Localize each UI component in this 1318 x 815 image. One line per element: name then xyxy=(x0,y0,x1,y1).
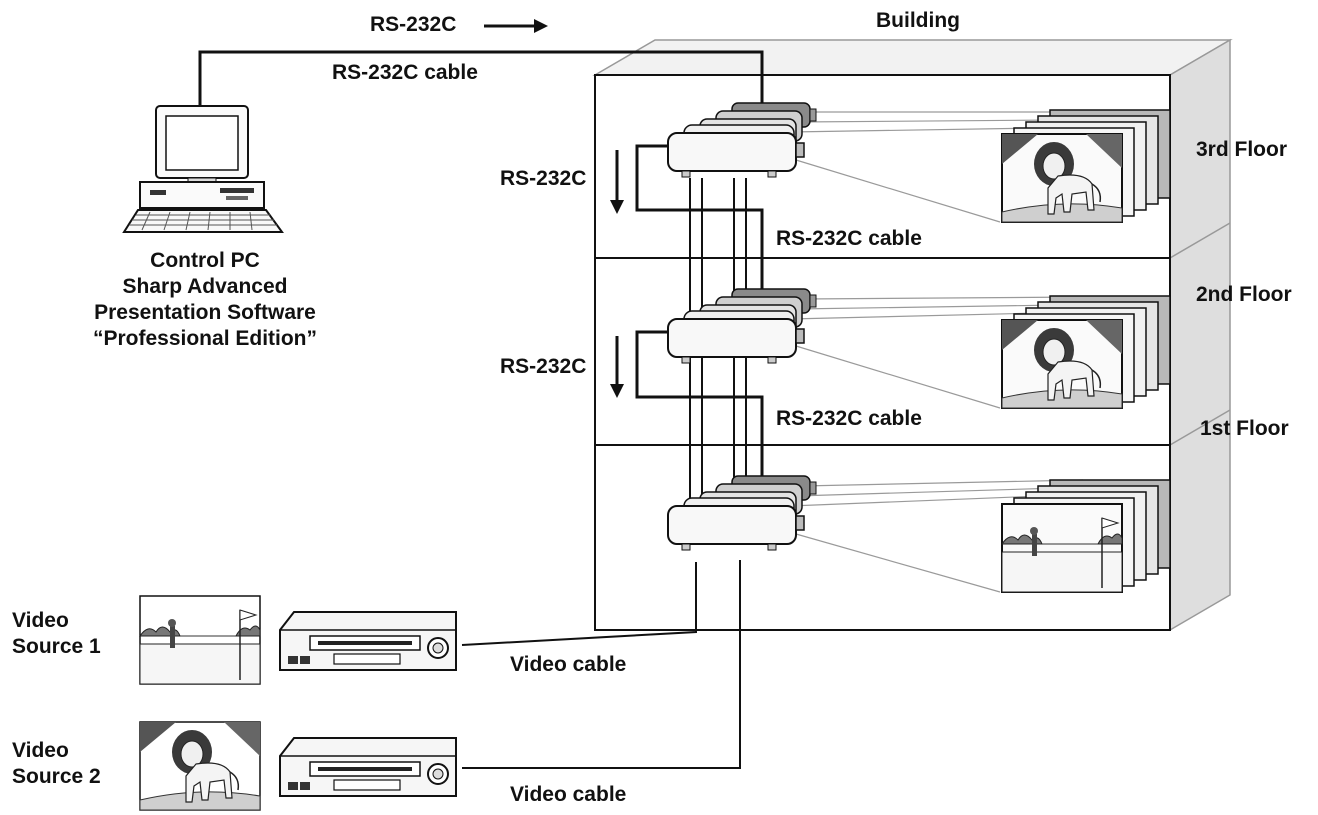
rs232c-floor2-cable-label: RS-232C cable xyxy=(776,407,922,430)
control-pc-caption: Control PC Sharp Advanced Presentation S… xyxy=(40,248,370,352)
arrow-icon-rs232c-floor3 xyxy=(610,150,624,214)
video-source-1-line-1: Video xyxy=(12,609,69,632)
computer-icon xyxy=(122,105,284,233)
video-cable-2-label: Video cable xyxy=(510,783,627,806)
arrow-icon-rs232c-top xyxy=(484,19,548,33)
video-source-1-image xyxy=(139,595,261,685)
video-source-2-line-2: Source 2 xyxy=(12,765,101,788)
control-pc-line-3: Presentation Software xyxy=(94,301,316,324)
rs232c-cable-floor3 xyxy=(635,144,764,290)
floor-label-1st: 1st Floor xyxy=(1200,417,1289,440)
floor-label-3rd: 3rd Floor xyxy=(1196,138,1288,161)
vcr-icon-2 xyxy=(279,737,457,797)
screen-icon-1st-floor xyxy=(1001,479,1171,593)
screen-icon-2nd-floor xyxy=(1001,295,1171,409)
rs232c-floor3-label: RS-232C xyxy=(500,167,587,190)
screen-icon-3rd-floor xyxy=(1001,109,1171,223)
arrow-icon-rs232c-floor2 xyxy=(610,336,624,398)
rs232c-top-cable-label: RS-232C cable xyxy=(332,61,478,84)
rs232c-cable-floor2 xyxy=(635,330,764,478)
video-source-1-line-2: Source 1 xyxy=(12,635,101,658)
control-pc-line-4: “Professional Edition” xyxy=(92,327,318,350)
rs232c-floor3-cable-label: RS-232C cable xyxy=(776,227,922,250)
projection-beams xyxy=(789,111,1084,593)
rs232c-cable-top xyxy=(198,50,764,108)
video-cable-1-label: Video cable xyxy=(510,653,627,676)
video-source-2-line-1: Video xyxy=(12,739,69,762)
control-pc-line-2: Sharp Advanced xyxy=(122,275,288,298)
vcr-icon-1 xyxy=(279,611,457,671)
video-source-1-label: Video Source 1 xyxy=(12,608,101,660)
rs232c-floor2-label: RS-232C xyxy=(500,355,587,378)
floor-label-2nd: 2nd Floor xyxy=(1196,283,1292,306)
video-source-2-image xyxy=(139,721,261,811)
video-source-2-label: Video Source 2 xyxy=(12,738,101,790)
control-pc-line-1: Control PC xyxy=(150,249,260,272)
building-label: Building xyxy=(876,9,960,32)
rs232c-top-label: RS-232C xyxy=(370,13,457,36)
